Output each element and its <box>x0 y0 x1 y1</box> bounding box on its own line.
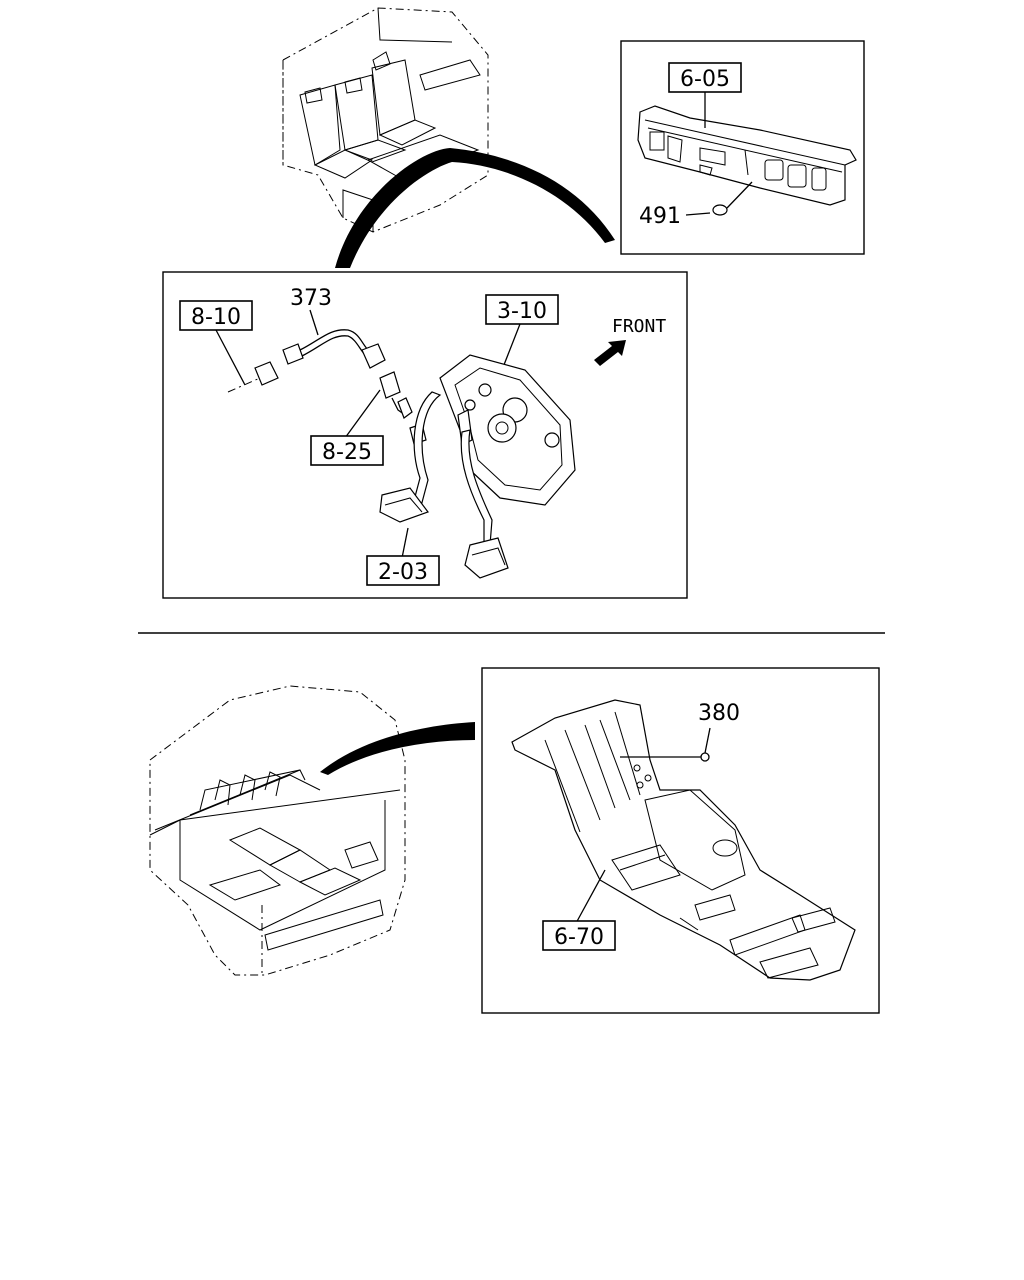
ref-label-3-10: 3-10 <box>485 294 559 325</box>
front-arrow-icon <box>594 340 626 366</box>
ref-label-6-05: 6-05 <box>668 62 742 93</box>
svg-text:2-03: 2-03 <box>378 560 428 585</box>
cab-floor-overview <box>149 685 406 976</box>
harness-tail <box>227 377 261 393</box>
dash-panel-part <box>637 105 857 206</box>
grommet-491 <box>712 204 728 216</box>
ref-label-2-03: 2-03 <box>366 555 440 586</box>
harness-373 <box>282 329 386 369</box>
leader-8-10 <box>215 329 246 386</box>
part-number-491: 491 <box>639 204 681 229</box>
leader-491 <box>685 212 711 216</box>
svg-text:3-10: 3-10 <box>497 299 547 324</box>
callout-arc-top <box>335 148 615 268</box>
leader-380-up <box>704 727 711 754</box>
detail-frame-floor <box>481 667 880 1014</box>
ref-label-8-10: 8-10 <box>179 300 253 331</box>
front-direction-label: FRONT <box>612 316 666 337</box>
connector-8-10 <box>254 361 279 386</box>
part-number-373: 373 <box>290 286 332 311</box>
svg-text:8-10: 8-10 <box>191 305 241 330</box>
leader-373 <box>309 309 319 336</box>
svg-text:8-25: 8-25 <box>322 440 372 465</box>
pedal-assembly <box>379 354 576 579</box>
part-number-380: 380 <box>698 701 740 726</box>
detail-frame-dash-panel <box>620 40 865 255</box>
plug-380 <box>700 752 710 762</box>
callout-arc-bottom <box>320 722 475 775</box>
leader-8-25 <box>344 389 381 439</box>
leader-6-70 <box>574 869 606 926</box>
ref-label-8-25: 8-25 <box>310 435 384 466</box>
leader-2-03 <box>401 527 409 559</box>
floor-panel-part <box>511 699 856 981</box>
leader-491b <box>726 181 753 209</box>
ref-label-6-70: 6-70 <box>542 920 616 951</box>
svg-text:6-05: 6-05 <box>680 67 730 92</box>
detail-frame-pedals <box>162 271 688 599</box>
svg-text:6-70: 6-70 <box>554 925 604 950</box>
